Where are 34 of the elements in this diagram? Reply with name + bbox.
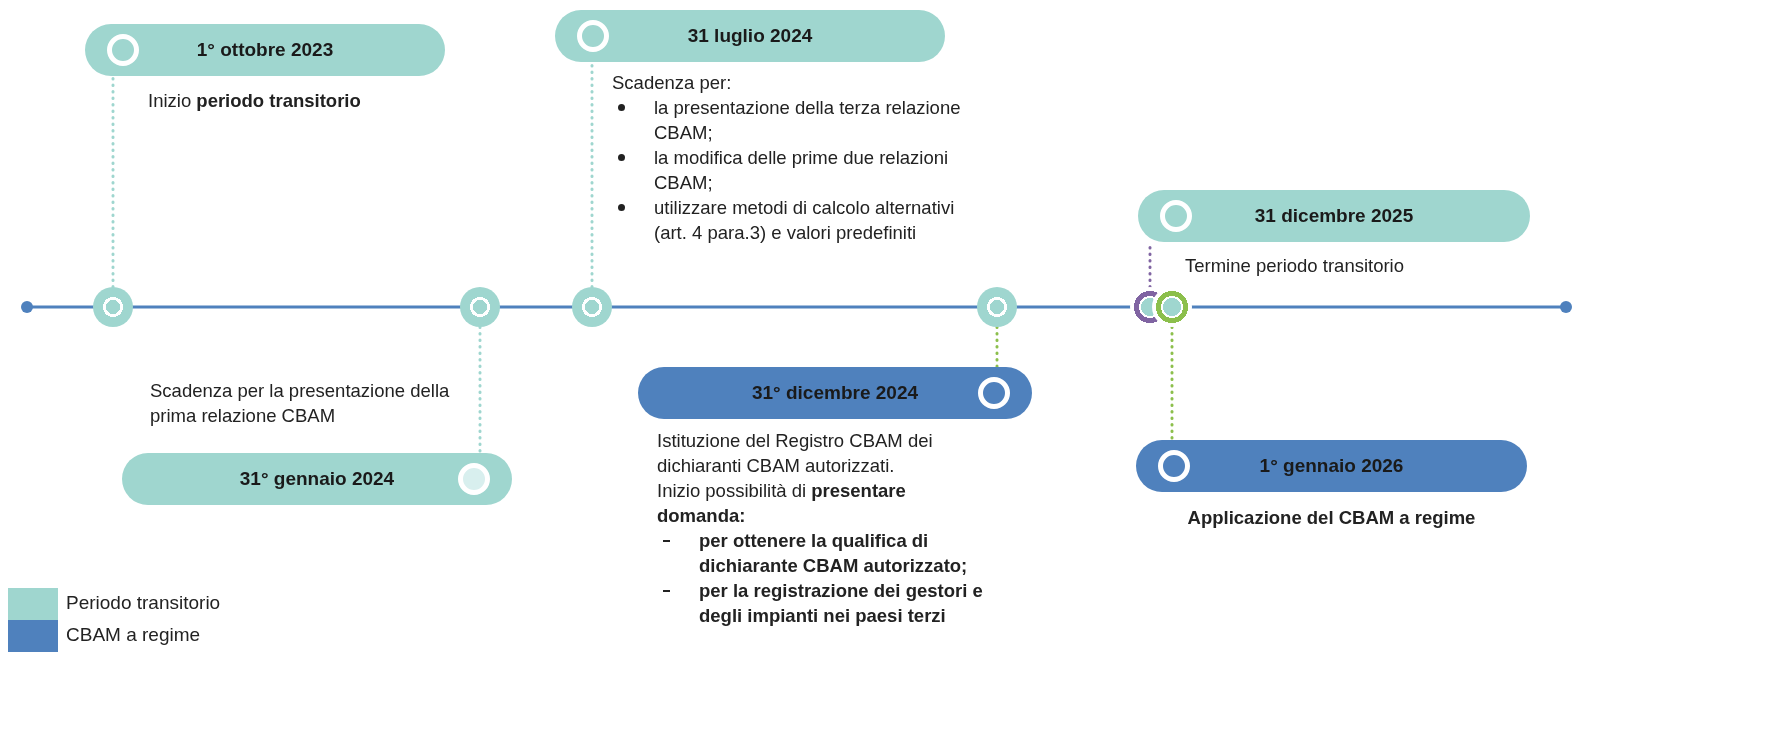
timeline-marker [977,287,1017,327]
dotted-line [995,325,999,369]
description-text: Scadenza per: [612,71,733,95]
date-pill [122,453,512,505]
date-pill [1138,190,1530,242]
list-item: utilizzare metodi di calcolo alternativi (art. 4 para.3) e valori predefiniti [612,195,972,245]
date-label: 31° gennaio 2024 [239,468,395,490]
list-item: per ottenere la qualifica di dichiarante CBAM autorizzato; [657,528,987,578]
description-text: Inizio periodo transitorio [148,89,362,113]
date-pill [85,24,445,76]
list-item: la presentazione della terza relazione CBAM; [612,95,972,145]
date-pill [1136,440,1527,492]
date-label: 31 luglio 2024 [687,25,813,47]
date-label: 31 dicembre 2025 [1254,205,1414,227]
date-label: 1° ottobre 2023 [196,39,334,61]
dotted-line [1170,325,1174,442]
description-text: Applicazione del CBAM a regime [1186,506,1477,530]
date-label: 1° gennaio 2026 [1259,455,1404,477]
timeline-marker [460,287,500,327]
timeline-marker [93,287,133,327]
legend-label: Periodo transitorio [66,592,221,614]
timeline-marker [572,287,612,327]
date-label: 31° dicembre 2024 [752,382,918,404]
description-text: Scadenza per la presentazione della prima relazione CBAM [150,379,451,428]
dotted-line [478,325,482,455]
date-pill [638,367,1032,419]
description-text: Inizio possibilità di presentare domanda: [657,479,907,528]
date-pill [555,10,945,62]
list-item: per la registrazione dei gestori e degli impianti nei paesi terzi [657,578,987,628]
description-text: Termine periodo transitorio [1185,254,1406,278]
legend-label: CBAM a regime [66,624,201,646]
dotted-line [111,74,115,289]
description-text: Istituzione del Registro CBAM dei dichiaranti CBAM autorizzati. [657,429,934,478]
list-item: la modifica delle prime due relazioni CBAM; [612,145,972,195]
